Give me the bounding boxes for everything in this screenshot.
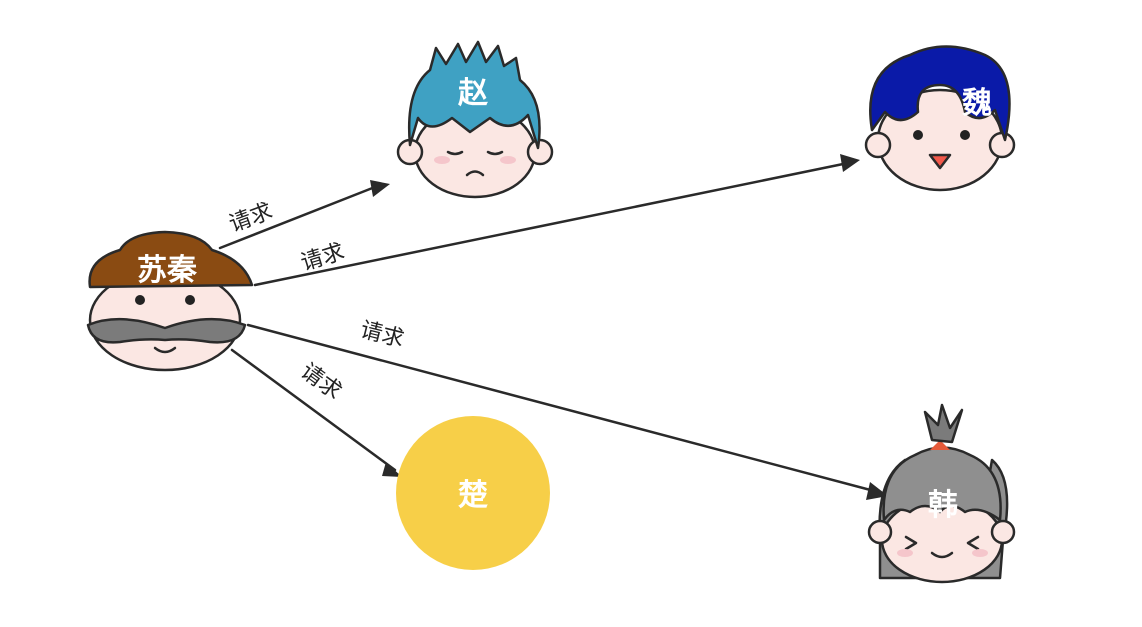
mouth [465, 170, 485, 177]
zhao-character: 赵 [396, 40, 554, 199]
character-name: 苏秦 [137, 253, 198, 288]
edge-sender-chu: 请求 [230, 348, 402, 477]
ear [864, 131, 892, 159]
edge-label: 请求 [296, 359, 346, 405]
hair-icon [882, 446, 1002, 522]
arrowhead-icon [382, 462, 402, 477]
blush [972, 549, 988, 557]
edges: 请求 请求 请求 请求 [218, 154, 888, 500]
character-name: 韩 [928, 488, 958, 523]
chu-character: 楚 [396, 416, 550, 570]
eye [135, 295, 145, 305]
mustache-icon [86, 317, 247, 344]
character-name: 赵 [458, 76, 489, 111]
hair-tie [930, 440, 950, 450]
wei-character: 魏 [864, 45, 1016, 192]
circle-node [396, 416, 550, 570]
topknot-icon [923, 403, 964, 444]
sender-character: 苏秦 [86, 230, 254, 372]
character-name: 魏 [962, 86, 992, 121]
edge-sender-han: 请求 [246, 318, 888, 500]
edge-label: 请求 [358, 318, 407, 353]
mouth [928, 153, 952, 170]
edge-sender-zhao: 请求 [218, 180, 390, 250]
eye [185, 295, 195, 305]
blush [897, 549, 913, 557]
ear [990, 519, 1016, 545]
hat-icon [88, 230, 254, 289]
ear [988, 131, 1016, 159]
blush [434, 156, 450, 164]
blush [500, 156, 516, 164]
mouth [930, 551, 954, 559]
hair-icon [407, 40, 541, 150]
character-name: 楚 [458, 478, 488, 513]
hair-icon [869, 45, 1011, 142]
edge-sender-wei: 请求 [253, 154, 860, 287]
arrowhead-icon [370, 180, 390, 197]
ear [526, 138, 554, 166]
edge-label: 请求 [298, 239, 347, 276]
eye [913, 130, 923, 140]
eye [960, 130, 970, 140]
smile [153, 346, 177, 354]
ear [867, 519, 893, 545]
arrowhead-icon [840, 154, 860, 172]
han-character: 韩 [867, 403, 1016, 584]
edge-label: 请求 [226, 199, 276, 238]
